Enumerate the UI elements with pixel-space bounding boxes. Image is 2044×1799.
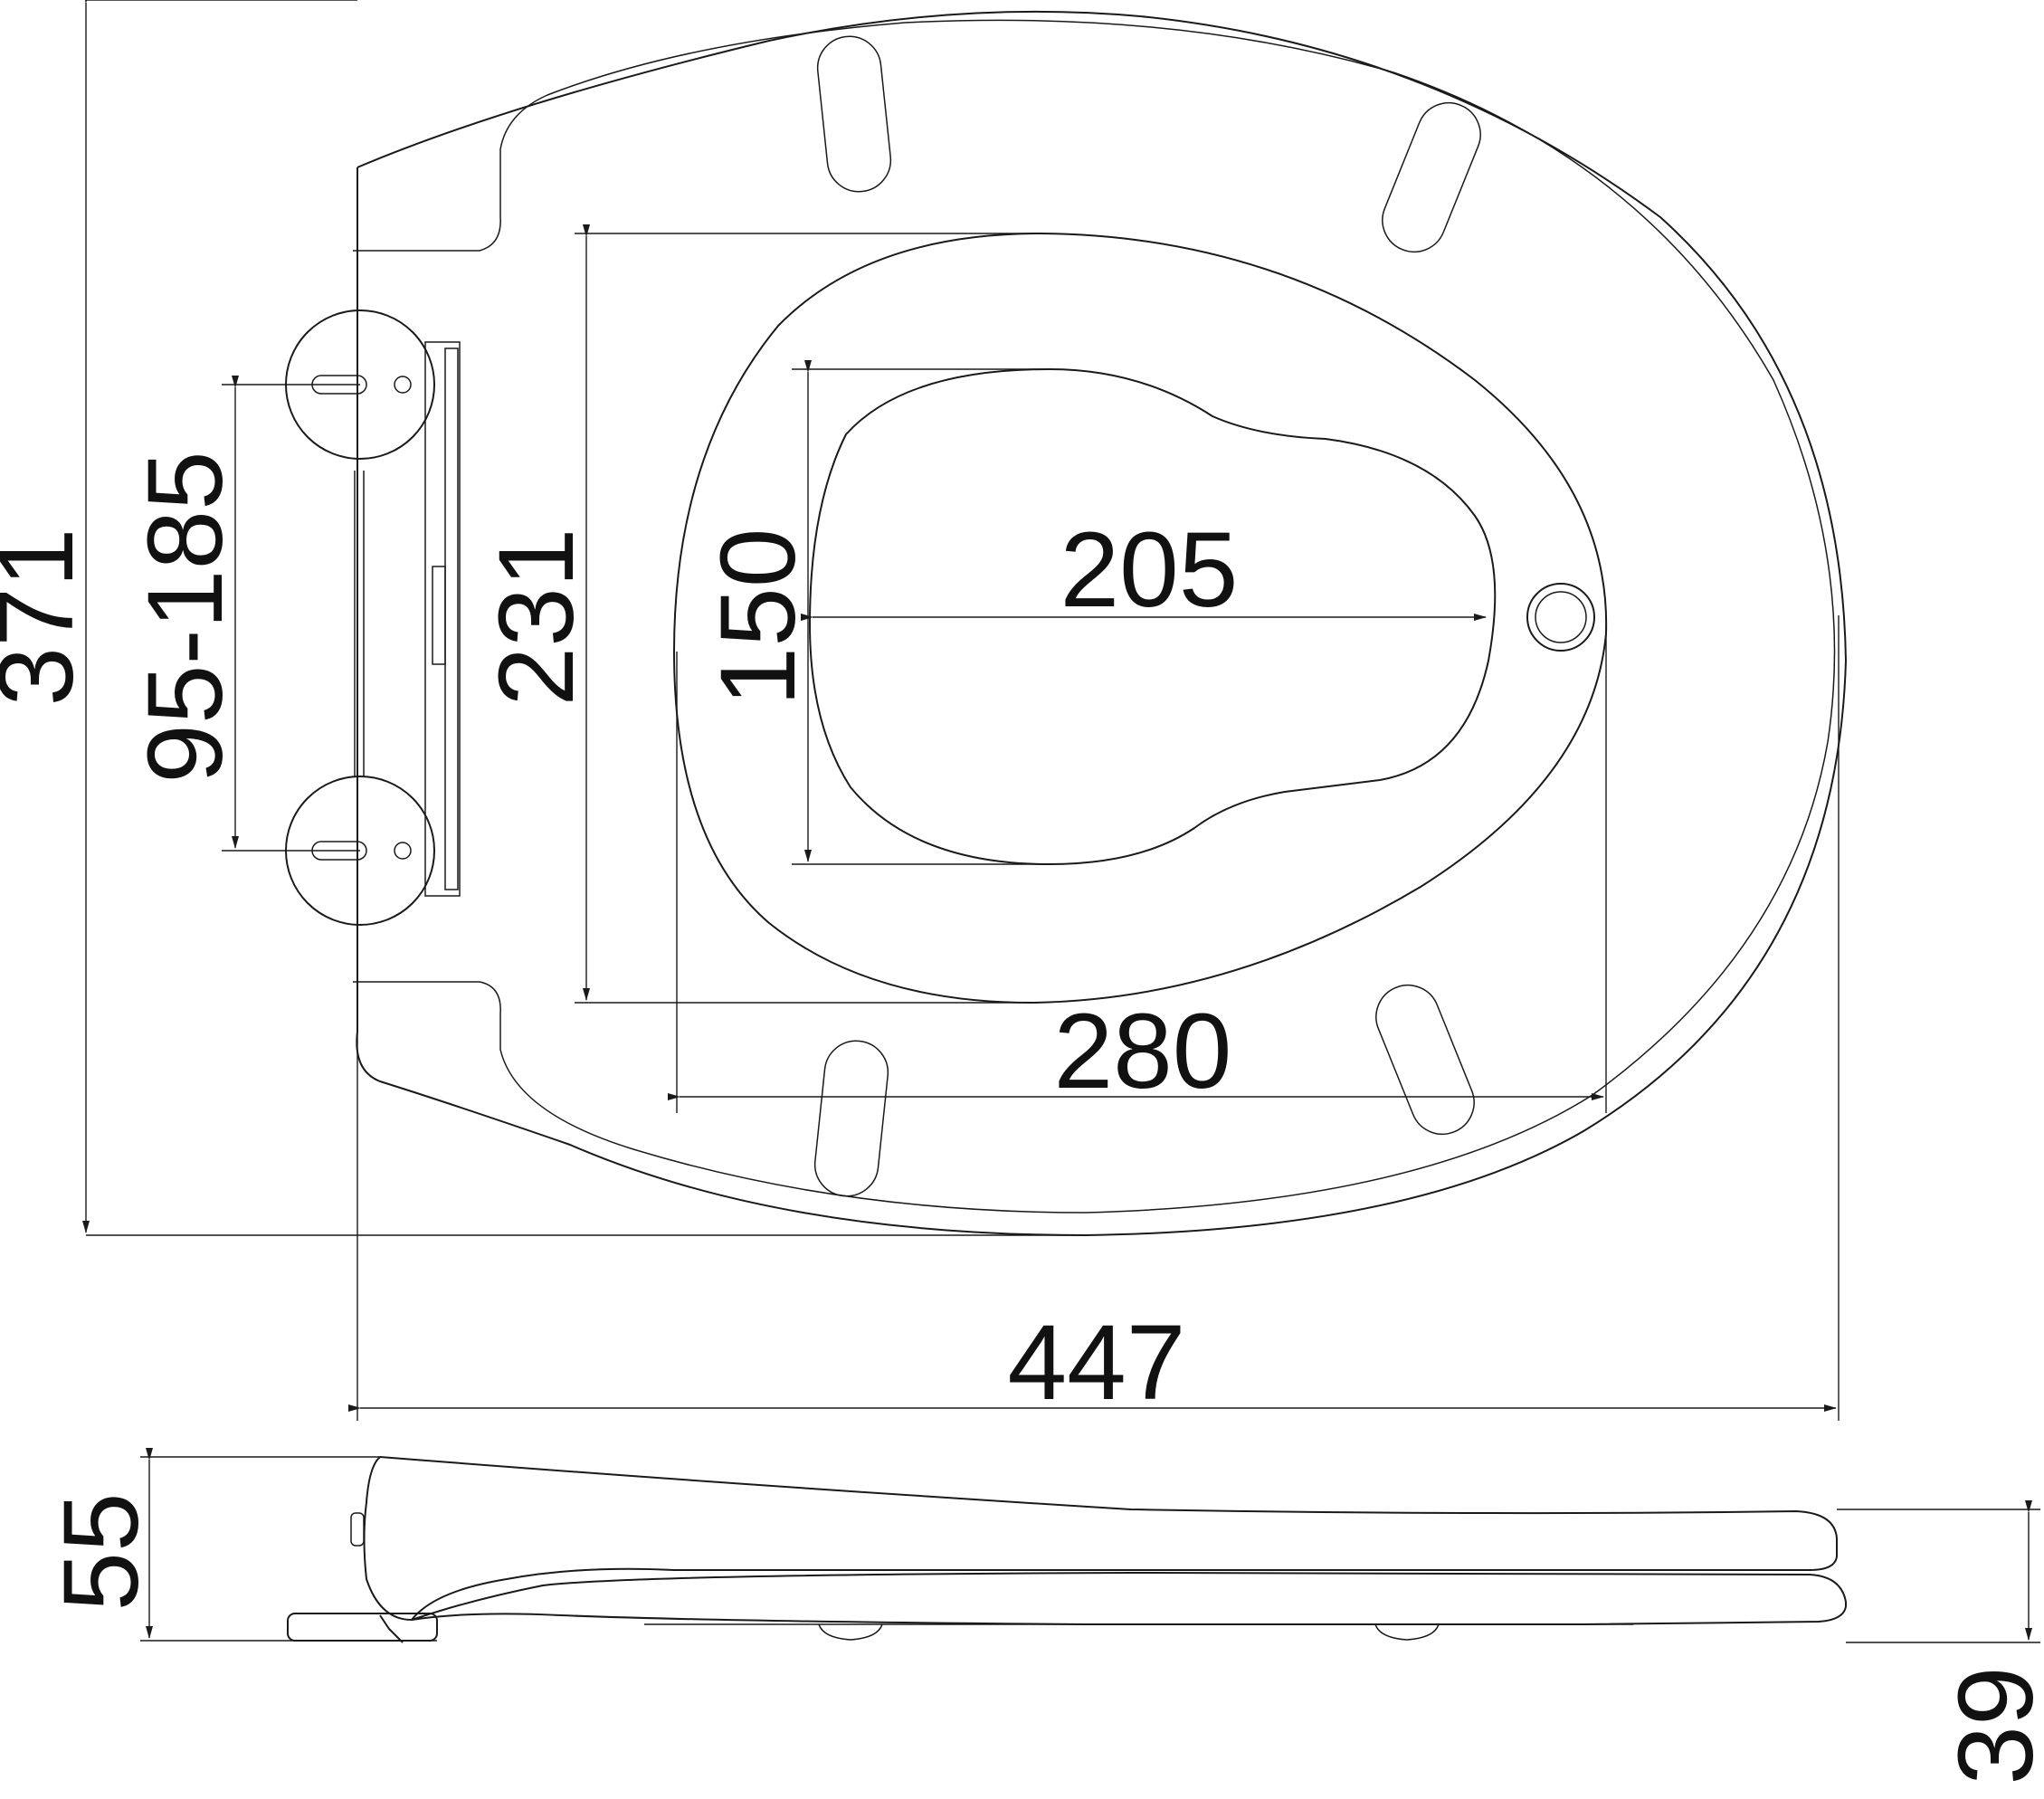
dimension-lines	[82, 0, 1840, 1421]
fixing-hole-outer	[1526, 583, 1595, 652]
lid-inner-contour	[353, 19, 1836, 1214]
dim-opening-width-label: 205	[1060, 510, 1239, 630]
dim-height-open-label: 55	[42, 1492, 161, 1611]
side-dimension-lines	[140, 1448, 2040, 1643]
dim-hinge-spacing-label: 95-185	[126, 451, 245, 783]
seat-profile	[411, 1571, 1847, 1625]
hinge-bar-inner	[444, 347, 459, 890]
fixing-hole-inner	[1535, 591, 1587, 643]
hinge-bar	[424, 341, 461, 897]
dim-overall-length-label: 371	[0, 528, 96, 707]
dimension-labels: 371 95-185 231 150 205 280 447 55 39	[0, 451, 2044, 1785]
dim-height-closed-label: 39	[1936, 1666, 2044, 1785]
buffer-slot-top-left	[816, 35, 892, 193]
side-view	[287, 1455, 1847, 1643]
hinge-hole-top	[394, 376, 412, 394]
buffer-slot-top-right	[1382, 101, 1481, 253]
seat-outer-outline	[356, 10, 1848, 1237]
top-view	[285, 10, 1848, 1237]
hinge-knob	[350, 1512, 365, 1547]
buffer-left	[818, 1623, 883, 1641]
hinge-clip	[432, 566, 446, 665]
dim-inner-length-label: 231	[477, 528, 596, 707]
seat-inner-ring	[672, 232, 1608, 1004]
buffer-slot-bottom-left	[813, 1040, 889, 1197]
buffer-slot-bottom-right	[1375, 984, 1475, 1136]
dim-overall-width-label: 447	[1008, 1303, 1186, 1423]
lid-profile	[363, 1455, 1838, 1622]
dim-inner-width-label: 280	[1054, 992, 1232, 1111]
dim-opening-length-label: 150	[699, 528, 818, 707]
hinge-post	[379, 1614, 404, 1643]
hinge-hole-bottom	[394, 842, 412, 860]
buffer-right	[1374, 1623, 1440, 1641]
